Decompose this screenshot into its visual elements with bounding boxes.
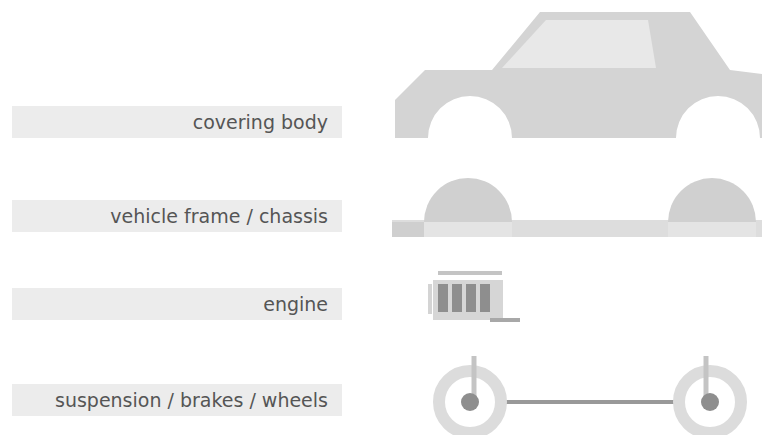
car-body [395, 12, 762, 138]
label-bar: engine [12, 288, 342, 320]
part-label: suspension / brakes / wheels [41, 389, 342, 411]
chassis-frame [668, 222, 756, 237]
part-label: covering body [179, 111, 342, 133]
label-bar: vehicle frame / chassis [12, 200, 342, 232]
wheel-arch [668, 178, 756, 222]
wheel-assembly [439, 356, 741, 433]
car-window [502, 20, 656, 68]
wheel-arch [424, 178, 512, 222]
chassis-frame [392, 222, 424, 237]
chassis-frame [392, 220, 762, 237]
label-bar: covering body [12, 106, 342, 138]
chassis-frame [424, 222, 512, 237]
engine-icon [428, 271, 520, 322]
part-label: vehicle frame / chassis [96, 205, 342, 227]
part-label: engine [249, 293, 342, 315]
label-bar: suspension / brakes / wheels [12, 384, 342, 416]
